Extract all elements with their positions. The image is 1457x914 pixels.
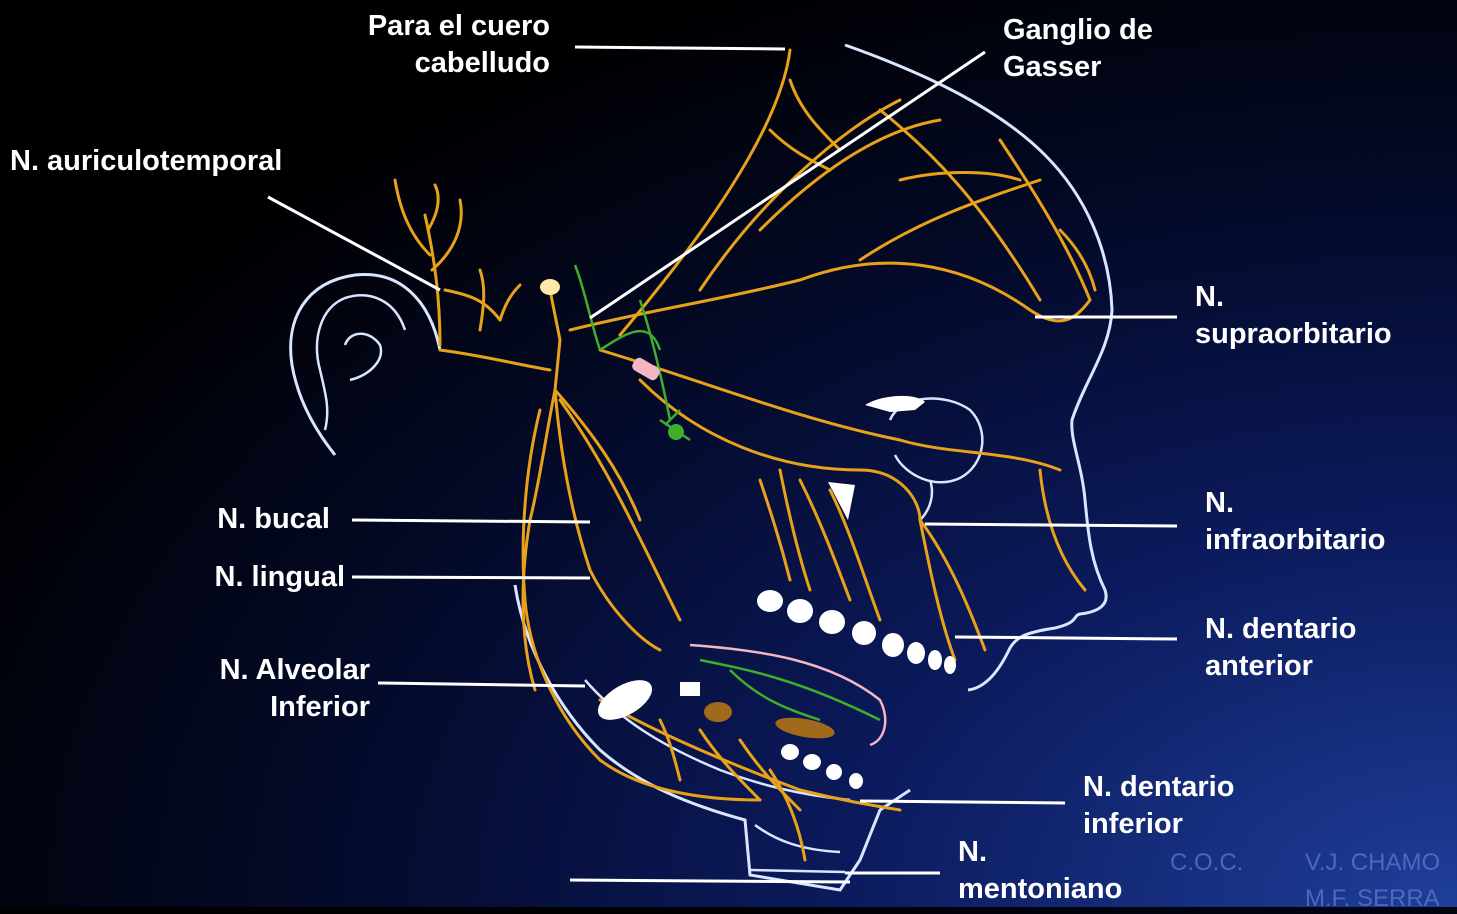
label-scalp-line2: cabelludo bbox=[300, 45, 550, 82]
gland-blob bbox=[704, 702, 732, 722]
lower-teeth bbox=[781, 744, 863, 789]
label-mental: N. mentoniano bbox=[958, 834, 1122, 908]
label-gasser: Ganglio de Gasser bbox=[1003, 12, 1153, 86]
label-mental-line2: mentoniano bbox=[958, 871, 1122, 908]
label-alveolar-line1: N. Alveolar bbox=[120, 652, 370, 689]
otic-ganglion bbox=[668, 424, 684, 440]
nasal-outline bbox=[920, 480, 932, 520]
leader-alveolar bbox=[378, 683, 585, 686]
label-supraorbital-line1: N. bbox=[1195, 279, 1392, 316]
label-gasser-line1: Ganglio de bbox=[1003, 12, 1153, 49]
label-scalp-line1: Para el cuero bbox=[300, 8, 550, 45]
ear-inner bbox=[317, 295, 405, 430]
eye-shape bbox=[865, 396, 925, 412]
label-alveolar-line2: Inferior bbox=[120, 689, 370, 726]
label-anterior-dental-line2: anterior bbox=[1205, 648, 1356, 685]
credit-author-1: V.J. CHAMO bbox=[1305, 848, 1440, 878]
label-inferior-dental: N. dentario inferior bbox=[1083, 769, 1234, 843]
white-marker bbox=[680, 682, 700, 696]
nerve-branches bbox=[395, 50, 1095, 860]
label-infraorbital-line1: N. bbox=[1205, 485, 1385, 522]
leader-inferior-dental bbox=[860, 801, 1065, 803]
credit-author-2: M.F. SERRA bbox=[1305, 884, 1440, 914]
label-alveolar-inferior: N. Alveolar Inferior bbox=[120, 652, 370, 726]
label-supraorbital: N. supraorbitario bbox=[1195, 279, 1392, 353]
head-outline bbox=[845, 45, 1112, 690]
leader-gasser bbox=[590, 52, 985, 318]
credit-initials: C.O.C. bbox=[1170, 848, 1243, 878]
label-anterior-dental: N. dentario anterior bbox=[1205, 611, 1356, 685]
label-infraorbital-line2: infraorbitario bbox=[1205, 522, 1385, 559]
chin-line bbox=[570, 880, 850, 882]
label-auriculotemporal: N. auriculotemporal bbox=[10, 143, 282, 180]
leader-anterior-dental bbox=[955, 637, 1177, 639]
leader-scalp bbox=[575, 47, 785, 49]
leader-lingual bbox=[352, 577, 590, 578]
label-supraorbital-line2: supraorbitario bbox=[1195, 316, 1392, 353]
label-anterior-dental-line1: N. dentario bbox=[1205, 611, 1356, 648]
upper-teeth bbox=[757, 590, 956, 674]
label-infraorbital: N. infraorbitario bbox=[1205, 485, 1385, 559]
label-buccal: N. bucal bbox=[100, 501, 330, 538]
label-lingual: N. lingual bbox=[100, 559, 345, 596]
label-inferior-dental-line1: N. dentario bbox=[1083, 769, 1234, 806]
gasserian-ganglion bbox=[540, 279, 560, 295]
ear-outline bbox=[291, 274, 440, 455]
leader-buccal bbox=[352, 520, 590, 522]
label-mental-line1: N. bbox=[958, 834, 1122, 871]
jaw-outline bbox=[515, 585, 910, 890]
leader-infraorbital bbox=[925, 524, 1177, 526]
gland-blob bbox=[774, 714, 836, 742]
label-gasser-line2: Gasser bbox=[1003, 49, 1153, 86]
label-scalp: Para el cuero cabelludo bbox=[300, 8, 550, 82]
